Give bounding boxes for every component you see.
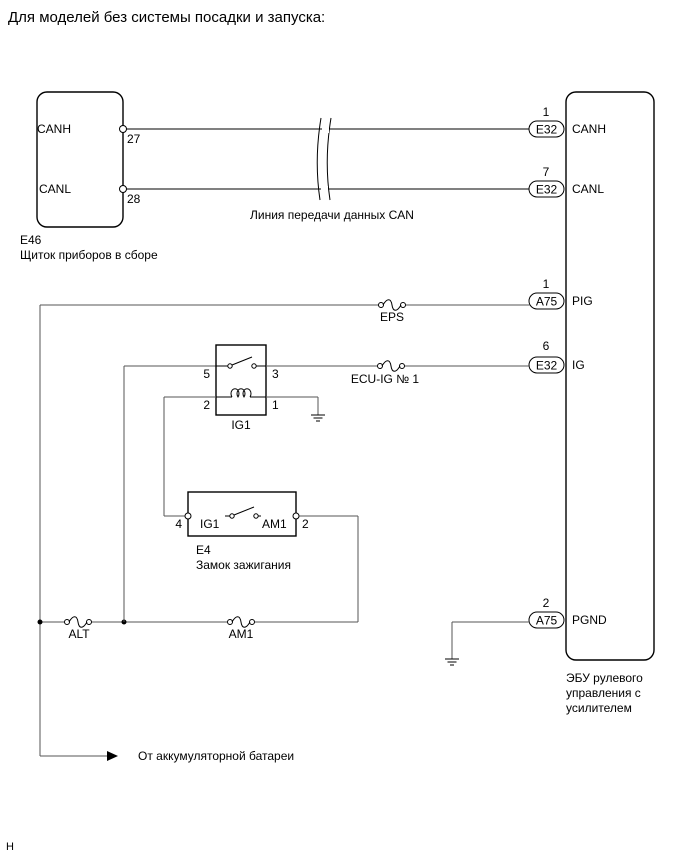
- relay-name: IG1: [231, 418, 251, 432]
- connector-label-pig: A75: [536, 295, 558, 309]
- meter-pin-canl: [119, 185, 127, 193]
- relay-pin-5: 5: [203, 367, 210, 381]
- ground-icon-relay: [311, 414, 325, 422]
- connector-label-ig: E32: [536, 359, 558, 373]
- meter-pin-number-27: 27: [127, 132, 141, 146]
- fuse-ecu-ig-icon: [377, 360, 405, 372]
- ignition-name: Замок зажигания: [196, 558, 291, 572]
- battery-label: От аккумуляторной батареи: [138, 749, 294, 763]
- corner-mark: H: [6, 841, 14, 853]
- connector-label-canh: E32: [536, 123, 558, 137]
- ignition-switch-contact-icon: [225, 506, 261, 519]
- can-line-label: Линия передачи данных CAN: [250, 208, 414, 222]
- fuse-alt-label: ALT: [68, 627, 90, 641]
- meter-code: E46: [20, 233, 42, 247]
- ignition-pin-2-label: 2: [302, 517, 309, 531]
- ignition-pin-2: [292, 512, 300, 520]
- can-break-mark-left: [316, 117, 322, 201]
- fuse-am1-label: AM1: [229, 627, 254, 641]
- ground-icon-pgnd: [445, 658, 459, 666]
- ecu-pin-number-pgnd: 2: [543, 596, 550, 610]
- fuse-am1-icon: [227, 616, 255, 628]
- fuse-alt-icon: [64, 616, 92, 628]
- relay-switch-icon: [216, 356, 266, 369]
- connector-e32-canh: [528, 120, 565, 138]
- ecu-pin-number-canh: 1: [543, 105, 550, 119]
- ecu-name-line-2: управления с: [566, 686, 641, 700]
- ecu-pin-number-ig: 6: [543, 339, 550, 353]
- fuse-ecu-ig-label: ECU-IG № 1: [351, 372, 420, 386]
- fuse-eps-label: EPS: [380, 310, 404, 324]
- battery-arrow-icon: [107, 751, 118, 761]
- meter-pin-number-28: 28: [127, 192, 141, 206]
- ecu-name-line-3: усилителем: [566, 701, 632, 715]
- page-title: Для моделей без системы посадки и запуск…: [8, 9, 325, 26]
- meter-pin-label-canl: CANL: [39, 182, 71, 196]
- ecu-box: [565, 91, 655, 661]
- ignition-code: E4: [196, 543, 211, 557]
- connector-e32-canl: [528, 180, 565, 198]
- can-break-mark-right: [326, 117, 332, 201]
- connector-label-pgnd: A75: [536, 614, 558, 628]
- meter-pin-canh: [119, 125, 127, 133]
- ecu-terminal-canl: CANL: [572, 182, 604, 196]
- connector-e32-ig: [528, 356, 565, 374]
- connector-a75-pig: [528, 292, 565, 310]
- ecu-pin-number-canl: 7: [543, 165, 550, 179]
- meter-name: Щиток приборов в сборе: [20, 248, 158, 262]
- relay-pin-1: 1: [272, 398, 279, 412]
- ecu-terminal-ig: IG: [572, 358, 585, 372]
- relay-pin-2: 2: [203, 398, 210, 412]
- ecu-name-line-1: ЭБУ рулевого: [566, 671, 643, 685]
- fuse-eps-icon: [378, 299, 406, 311]
- ignition-pin-4-label: 4: [175, 517, 182, 531]
- ignition-contact-ig1: IG1: [200, 517, 220, 531]
- connector-label-canl: E32: [536, 183, 558, 197]
- ignition-contact-am1: AM1: [262, 517, 287, 531]
- relay-ig1-box: [215, 344, 267, 416]
- meter-box: [36, 91, 124, 228]
- junction-dot-alt: [37, 619, 43, 625]
- relay-pin-3: 3: [272, 367, 279, 381]
- connector-a75-pgnd: [528, 611, 565, 629]
- ignition-pin-4: [184, 512, 192, 520]
- ecu-terminal-pgnd: PGND: [572, 613, 607, 627]
- ecu-terminal-canh: CANH: [572, 122, 606, 136]
- ecu-terminal-pig: PIG: [572, 294, 593, 308]
- relay-coil-icon: [216, 388, 266, 398]
- ecu-pin-number-pig: 1: [543, 277, 550, 291]
- meter-pin-label-canh: CANH: [37, 122, 71, 136]
